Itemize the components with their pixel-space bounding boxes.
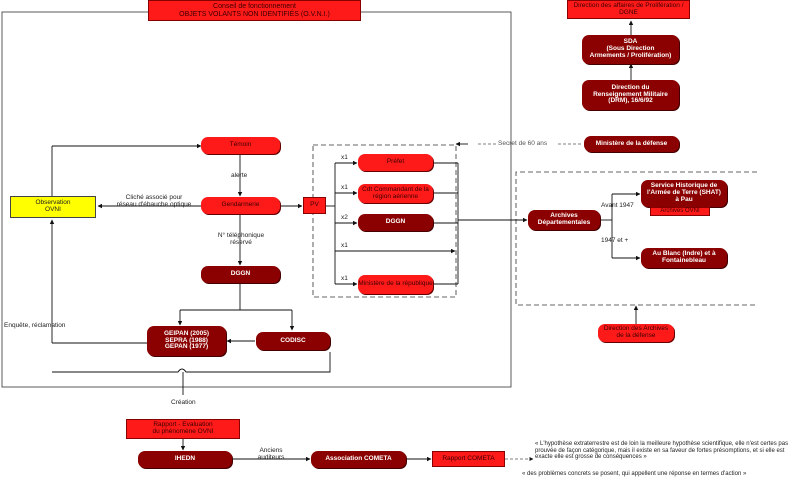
nd-label: N° téléphonique réservé: [217, 232, 265, 247]
cdt-region-label: Cdt Commandant de la région aérienne: [362, 185, 429, 200]
secret-label: Secret de 60 ans: [498, 140, 548, 147]
temoin-node: Témoin: [201, 137, 280, 154]
quote-1: « L'hypothèse extraterrestre est de loin…: [535, 441, 789, 461]
enquete-label: Enquête, réclamation: [4, 322, 66, 329]
header-line2: OBJETS VOLANTS NON IDENTIFIÉS (O.V.N.I.): [179, 10, 330, 18]
creation-label: Création: [171, 399, 196, 406]
distribution-box: [312, 144, 457, 298]
header-line1: Conseil de fonctionnement: [213, 3, 296, 11]
gepan-node: GEIPAN (2005) SEPRA (1988) GEPAN (1977): [147, 326, 226, 356]
dggn-dist-label: DGGN: [385, 218, 406, 226]
mult-2: x2: [341, 214, 348, 221]
direction-archives-node: Direction des Archives de la défense: [598, 324, 674, 342]
dggn-dist-node: DGGN: [358, 214, 433, 231]
header-box: Conseil de fonctionnement OBJETS VOLANTS…: [148, 0, 361, 21]
anciens-label: Anciens auditeurs: [257, 447, 285, 462]
cliche-note: Cliché associé pour réseau d'ébauche opt…: [116, 194, 192, 209]
direction-archives-label: Direction des Archives de la défense: [603, 325, 669, 339]
codisc-node: CODISC: [256, 332, 330, 350]
apres-1947-label: 1947 et +: [601, 237, 629, 244]
shat-tag-label: Archives OVNI: [660, 208, 700, 215]
archives-box: [515, 171, 757, 306]
mult-3: x1: [341, 242, 348, 249]
drm-node: Direction du Renseignement Militaire (DR…: [582, 80, 679, 110]
observation-label: Observation OVNI: [35, 199, 71, 213]
dggn-node: DGGN: [201, 266, 280, 283]
pv-label: PV: [310, 201, 319, 209]
dggn-label: DGGN: [230, 270, 251, 278]
rapport-cometa-box: Rapport COMETA: [432, 451, 505, 467]
cometa-label: Association COMETA: [325, 455, 392, 463]
prefet-label: Préfet: [386, 158, 405, 166]
archives-label: Archives Départementales: [537, 212, 591, 226]
rapport-label: Rapport - Evaluation du phénomène OVNI: [152, 421, 214, 435]
rapport-box: Rapport - Evaluation du phénomène OVNI: [126, 419, 240, 439]
avant-1947-label: Avant 1947: [601, 202, 634, 209]
observation-box: Observation OVNI: [10, 196, 96, 218]
shat-label: Service Historique de l'Armée de Terre (…: [647, 182, 721, 203]
ministere-label: Ministère de la défense: [595, 139, 668, 147]
archives-node: Archives Départementales: [528, 210, 600, 230]
ihedn-node: IHEDN: [138, 451, 232, 468]
rapport-cometa-label: Rapport COMETA: [442, 454, 495, 462]
gepan-label: GEIPAN (2005) SEPRA (1988) GEPAN (1977): [163, 329, 210, 351]
drm-label: Direction du Renseignement Militaire (DR…: [593, 83, 668, 105]
ihedn-label: IHEDN: [174, 455, 196, 463]
codisc-label: CODISC: [280, 336, 306, 344]
cdt-region-node: Cdt Commandant de la région aérienne: [358, 184, 433, 203]
ministere-node: Ministère de la défense: [584, 136, 679, 152]
proliferation-label: Direction des affaires de Prolifération …: [573, 1, 684, 16]
sda-node: SDA (Sous Direction Armements / Prolifér…: [582, 35, 679, 64]
temoin-label: Témoin: [229, 141, 252, 149]
pv-box: PV: [303, 197, 326, 214]
alerte-label: alerte: [231, 172, 248, 179]
gendarmerie-node: Gendarmerie: [201, 197, 280, 214]
au-blanc-label: Au Blanc (Indre) et à Fontainebleau: [652, 250, 716, 264]
ministere-rep-node: Ministère de la république: [358, 275, 433, 294]
shat-tag: Archives OVNI: [650, 207, 710, 216]
mult-4: x1: [341, 275, 348, 282]
gendarmerie-label: Gendarmerie: [221, 201, 260, 209]
au-blanc-node: Au Blanc (Indre) et à Fontainebleau: [641, 248, 727, 268]
quote-2: « des problèmes concrets se posent, qui …: [522, 471, 747, 477]
sda-label: SDA (Sous Direction Armements / Prolifér…: [589, 38, 672, 59]
mult-1: x1: [341, 184, 348, 191]
cometa-node: Association COMETA: [311, 451, 406, 468]
mult-0: x1: [341, 154, 348, 161]
prefet-node: Préfet: [358, 154, 433, 171]
shat-node: Service Historique de l'Armée de Terre (…: [641, 180, 727, 207]
ministere-rep-label: Ministère de la république: [358, 280, 433, 288]
proliferation-box: Direction des affaires de Prolifération …: [567, 0, 690, 19]
